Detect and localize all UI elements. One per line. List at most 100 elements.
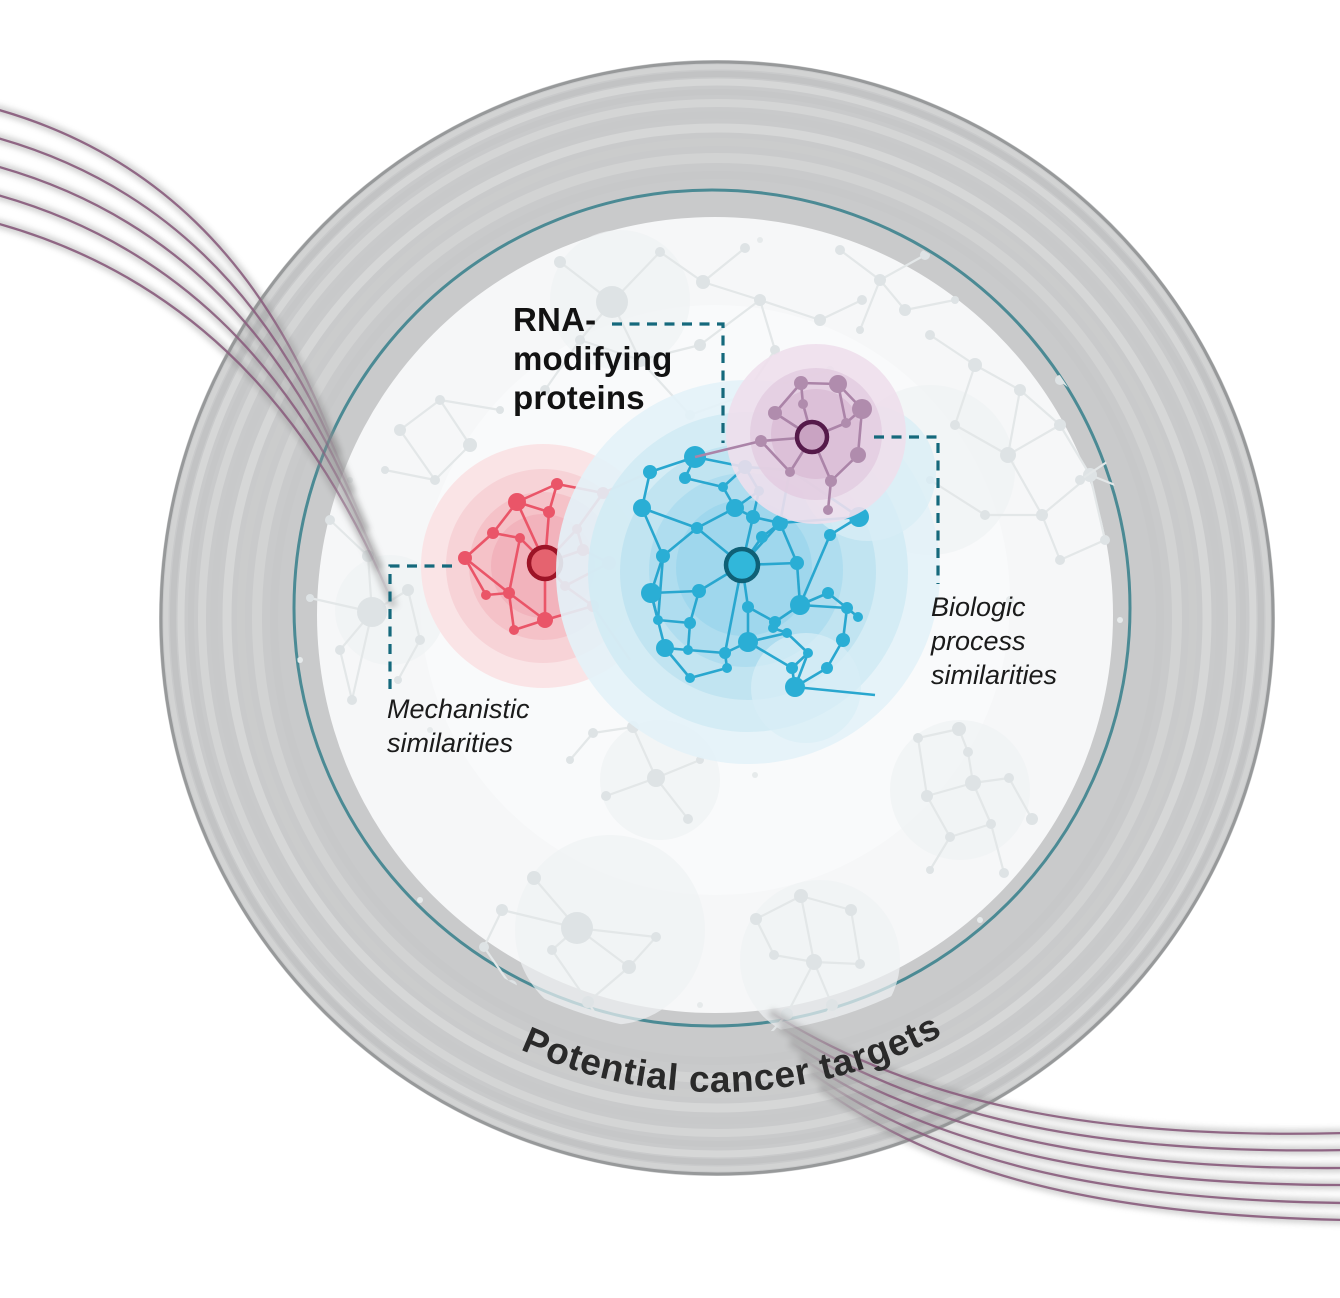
bg-network-edge xyxy=(949,822,992,839)
bg-network-edge xyxy=(702,247,746,283)
bg-network-node xyxy=(381,466,389,474)
corner-line-top-left xyxy=(0,166,368,532)
bg-network-edge xyxy=(879,279,906,311)
blue-cluster-node xyxy=(841,602,853,614)
bg-network-edge xyxy=(338,649,354,701)
corner-decoration-lines xyxy=(0,105,1340,1225)
bg-network-node xyxy=(857,295,867,305)
background-dot xyxy=(417,897,423,903)
bg-network-edge xyxy=(929,836,951,871)
purple-cluster-node xyxy=(768,406,782,420)
bg-network-edge xyxy=(974,364,1021,391)
purple-cross-edge xyxy=(694,439,762,459)
bg-network-edge xyxy=(849,909,862,965)
bg-network-node xyxy=(750,913,762,925)
bg-network-node xyxy=(1014,384,1026,396)
bg-network-node xyxy=(496,904,508,916)
bg-network-node xyxy=(463,438,477,452)
blue-cluster-node xyxy=(685,673,695,683)
bg-network-node xyxy=(1004,773,1014,783)
bg-network-edge xyxy=(350,611,374,701)
background-dot xyxy=(1117,617,1123,623)
red-cluster-node xyxy=(551,478,563,490)
background-dot xyxy=(1006,596,1014,604)
bg-network-node xyxy=(527,871,541,885)
bg-network-node xyxy=(968,358,982,372)
bg-network-node xyxy=(651,932,661,942)
bg-network-edge xyxy=(579,338,641,362)
blue-cluster-node xyxy=(633,499,651,517)
bg-network-node xyxy=(950,420,960,430)
bg-network-edge xyxy=(659,251,704,283)
bg-network-edge xyxy=(384,468,436,482)
blue-cluster-node xyxy=(822,587,834,599)
purple-cluster-node xyxy=(850,447,866,463)
bg-network-edge xyxy=(926,795,951,838)
red-cluster-node xyxy=(458,551,472,565)
purple-cluster-node xyxy=(755,435,767,447)
corner-line-bottom-right xyxy=(799,1056,1340,1187)
red-cluster-node xyxy=(509,625,519,635)
bg-network-node xyxy=(899,304,911,316)
ring-stripe xyxy=(222,123,1212,1113)
blue-cluster-node xyxy=(768,623,778,633)
bg-network-node xyxy=(945,832,955,842)
bg-network-node xyxy=(683,814,693,824)
background-dot xyxy=(752,772,758,778)
blue-cluster-node xyxy=(683,645,693,655)
purple-cluster-edge xyxy=(760,440,791,473)
bg-network-node xyxy=(913,733,923,743)
blue-cluster-node xyxy=(772,515,788,531)
bg-network-edge xyxy=(569,732,594,761)
purple-cluster-node xyxy=(829,375,847,393)
blue-cluster-node xyxy=(836,633,850,647)
background-dot xyxy=(1047,677,1053,683)
bg-network-edge xyxy=(439,399,471,446)
corner-line-top-left xyxy=(0,194,382,570)
bg-network-edge xyxy=(1007,424,1061,456)
blue-cluster-node xyxy=(719,647,731,659)
bg-network-edge xyxy=(434,444,471,481)
blue-cluster-node xyxy=(738,632,758,652)
bg-network-edge xyxy=(1040,514,1062,561)
corner-line-top-left xyxy=(0,137,354,494)
blue-cluster-node xyxy=(786,662,798,674)
blue-cluster-node xyxy=(656,639,674,657)
bg-network-node xyxy=(575,335,585,345)
bg-network-edge xyxy=(759,298,821,322)
bg-network-node xyxy=(554,256,566,268)
bg-network-node xyxy=(1026,813,1038,825)
blue-cluster-edge xyxy=(656,555,665,621)
bg-network-node xyxy=(601,791,611,801)
purple-cluster-node xyxy=(798,399,808,409)
bg-network-node xyxy=(596,286,628,318)
bg-network-edge xyxy=(1006,389,1022,456)
ring-stripe xyxy=(188,89,1246,1147)
corner-line-top-left xyxy=(0,223,396,608)
blue-cluster-node xyxy=(691,522,703,534)
bg-network-edge xyxy=(904,298,956,312)
bg-network-edge xyxy=(1059,538,1106,562)
bg-network-edge xyxy=(399,429,436,481)
bg-network-node xyxy=(696,275,710,289)
bg-network-node xyxy=(394,424,406,436)
background-blob xyxy=(890,720,1030,860)
red-cluster-edge xyxy=(507,592,516,631)
bg-network-edge xyxy=(954,424,1009,456)
bg-network-edge xyxy=(702,280,761,302)
bg-network-edge xyxy=(799,895,816,963)
blue-cluster-node xyxy=(803,648,813,658)
bg-network-node xyxy=(965,775,981,791)
ring-stripe xyxy=(170,71,1264,1165)
bg-network-node xyxy=(415,635,425,645)
bg-network-edge xyxy=(916,737,929,797)
bg-network-node xyxy=(561,912,593,944)
blue-cluster-node xyxy=(679,472,691,484)
blue-cluster-node xyxy=(641,583,661,603)
red-cluster-node xyxy=(481,590,491,600)
bg-network-edge xyxy=(1088,474,1107,541)
bg-network-edge xyxy=(758,299,777,351)
bg-network-node xyxy=(855,959,865,969)
